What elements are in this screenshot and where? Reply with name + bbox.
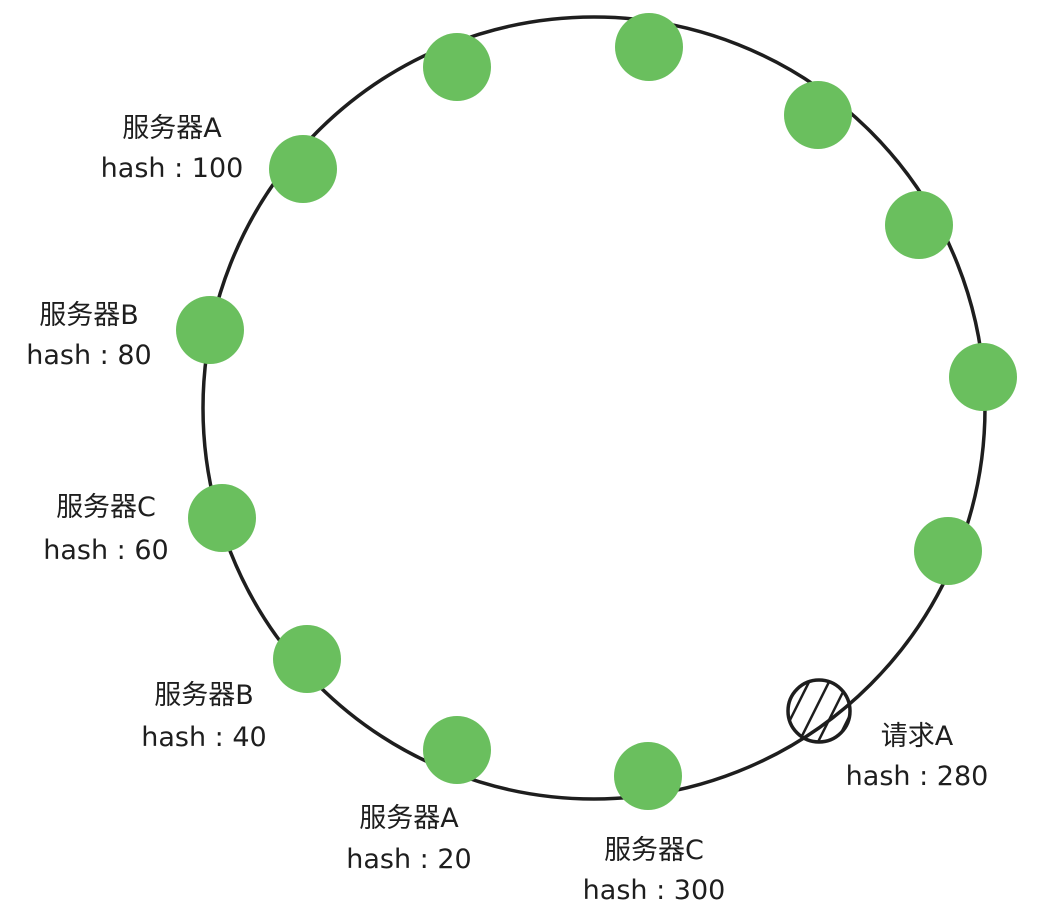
label-request-a-280: 请求A hash : 280 (846, 721, 989, 792)
node-right-lower (914, 517, 982, 585)
node-server-b-80 (176, 296, 244, 364)
label-server-c-60: 服务器C hash : 60 (43, 492, 168, 566)
server-hash: hash : 60 (43, 535, 168, 566)
server-name: 服务器B (154, 680, 254, 711)
node-server-a-100 (269, 135, 337, 203)
node-top-left (423, 33, 491, 101)
server-name: 服务器C (604, 835, 704, 866)
label-server-a-20: 服务器A hash : 20 (346, 803, 471, 875)
labels: 服务器A hash : 100 服务器B hash : 80 服务器C hash… (26, 113, 988, 906)
server-name: 服务器C (56, 492, 156, 523)
node-server-c-300 (614, 742, 682, 810)
server-hash: hash : 80 (26, 340, 151, 371)
label-server-a-100: 服务器A hash : 100 (101, 113, 244, 184)
server-name: 服务器B (39, 300, 139, 331)
hatched-circle-icon (786, 678, 852, 744)
label-server-c-300: 服务器C hash : 300 (583, 835, 726, 906)
server-hash: hash : 20 (346, 844, 471, 875)
node-server-b-40 (273, 625, 341, 693)
node-right-upper (885, 191, 953, 259)
server-hash: hash : 40 (141, 722, 266, 753)
node-server-c-60 (188, 484, 256, 552)
node-server-a-20 (423, 716, 491, 784)
request-hash: hash : 280 (846, 761, 989, 792)
node-right (949, 343, 1017, 411)
request-name: 请求A (881, 721, 954, 752)
server-hash: hash : 300 (583, 875, 726, 906)
request-node (786, 678, 852, 744)
label-server-b-40: 服务器B hash : 40 (141, 680, 266, 753)
node-top (615, 13, 683, 81)
server-name: 服务器A (122, 113, 222, 144)
node-top-right (784, 81, 852, 149)
ring-nodes (176, 13, 1017, 810)
server-hash: hash : 100 (101, 153, 244, 184)
server-name: 服务器A (359, 803, 459, 834)
label-server-b-80: 服务器B hash : 80 (26, 300, 151, 371)
